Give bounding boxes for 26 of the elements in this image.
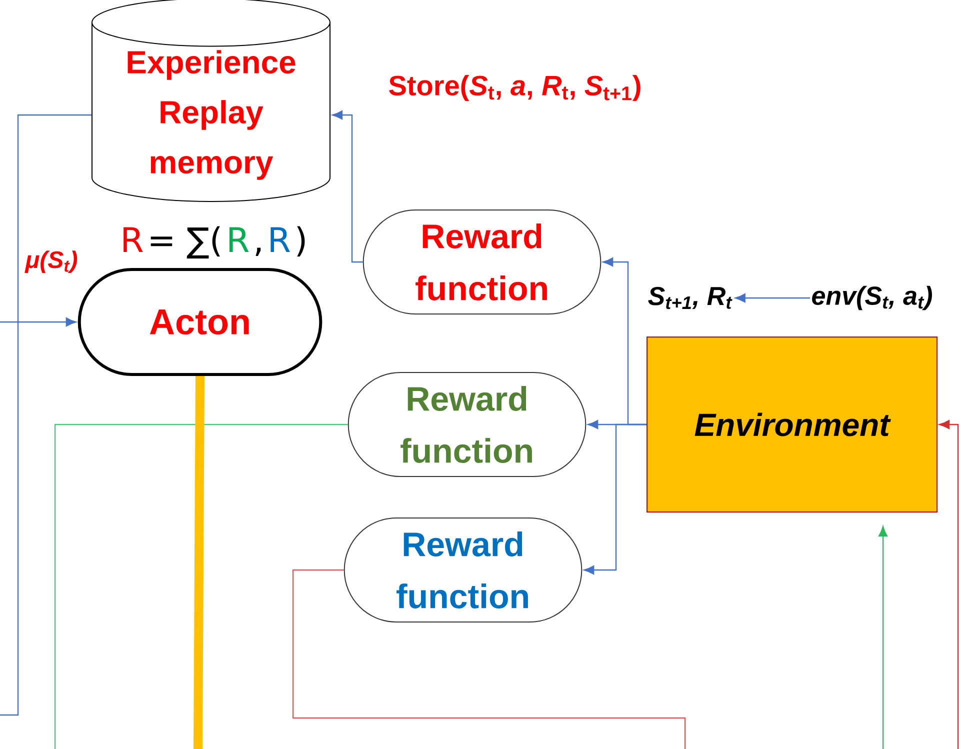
formula-symbol: , — [256, 248, 261, 256]
database-cylinder: Experience Replay memory — [92, 0, 330, 202]
reward-function-box: Reward function — [344, 518, 582, 622]
arrow — [735, 294, 810, 302]
action-box: Acton — [78, 268, 322, 376]
arrow — [939, 420, 959, 749]
formula-symbol: R — [270, 227, 290, 252]
reward-function-box: Reward function — [362, 210, 602, 314]
environment-box: Environment — [646, 336, 938, 512]
connector-line — [0, 114, 92, 716]
connector-line — [54, 424, 348, 749]
state-text: env(S$_{t}$, a$_{t}$) — [812, 286, 932, 310]
formula-symbol: R — [229, 227, 249, 252]
connector-line — [194, 376, 204, 749]
formula-symbol: = ∑( — [150, 226, 220, 259]
reward-function-box: Reward function — [348, 372, 586, 477]
arrow — [0, 318, 76, 326]
edge-label: Store(S$_{t}$, a, R$_{t}$, S$_{t+1}$) — [387, 74, 643, 102]
state-text: S$_{t+1}$, R$_{t}$ — [648, 286, 732, 310]
connector-line — [292, 569, 686, 749]
formula-symbol: R — [124, 227, 143, 252]
annotation: μ(S$_{t}$) — [24, 250, 78, 273]
arrow — [584, 424, 646, 574]
formula-symbol: ) — [297, 226, 305, 256]
arrow — [332, 110, 363, 263]
arrow — [878, 526, 888, 749]
